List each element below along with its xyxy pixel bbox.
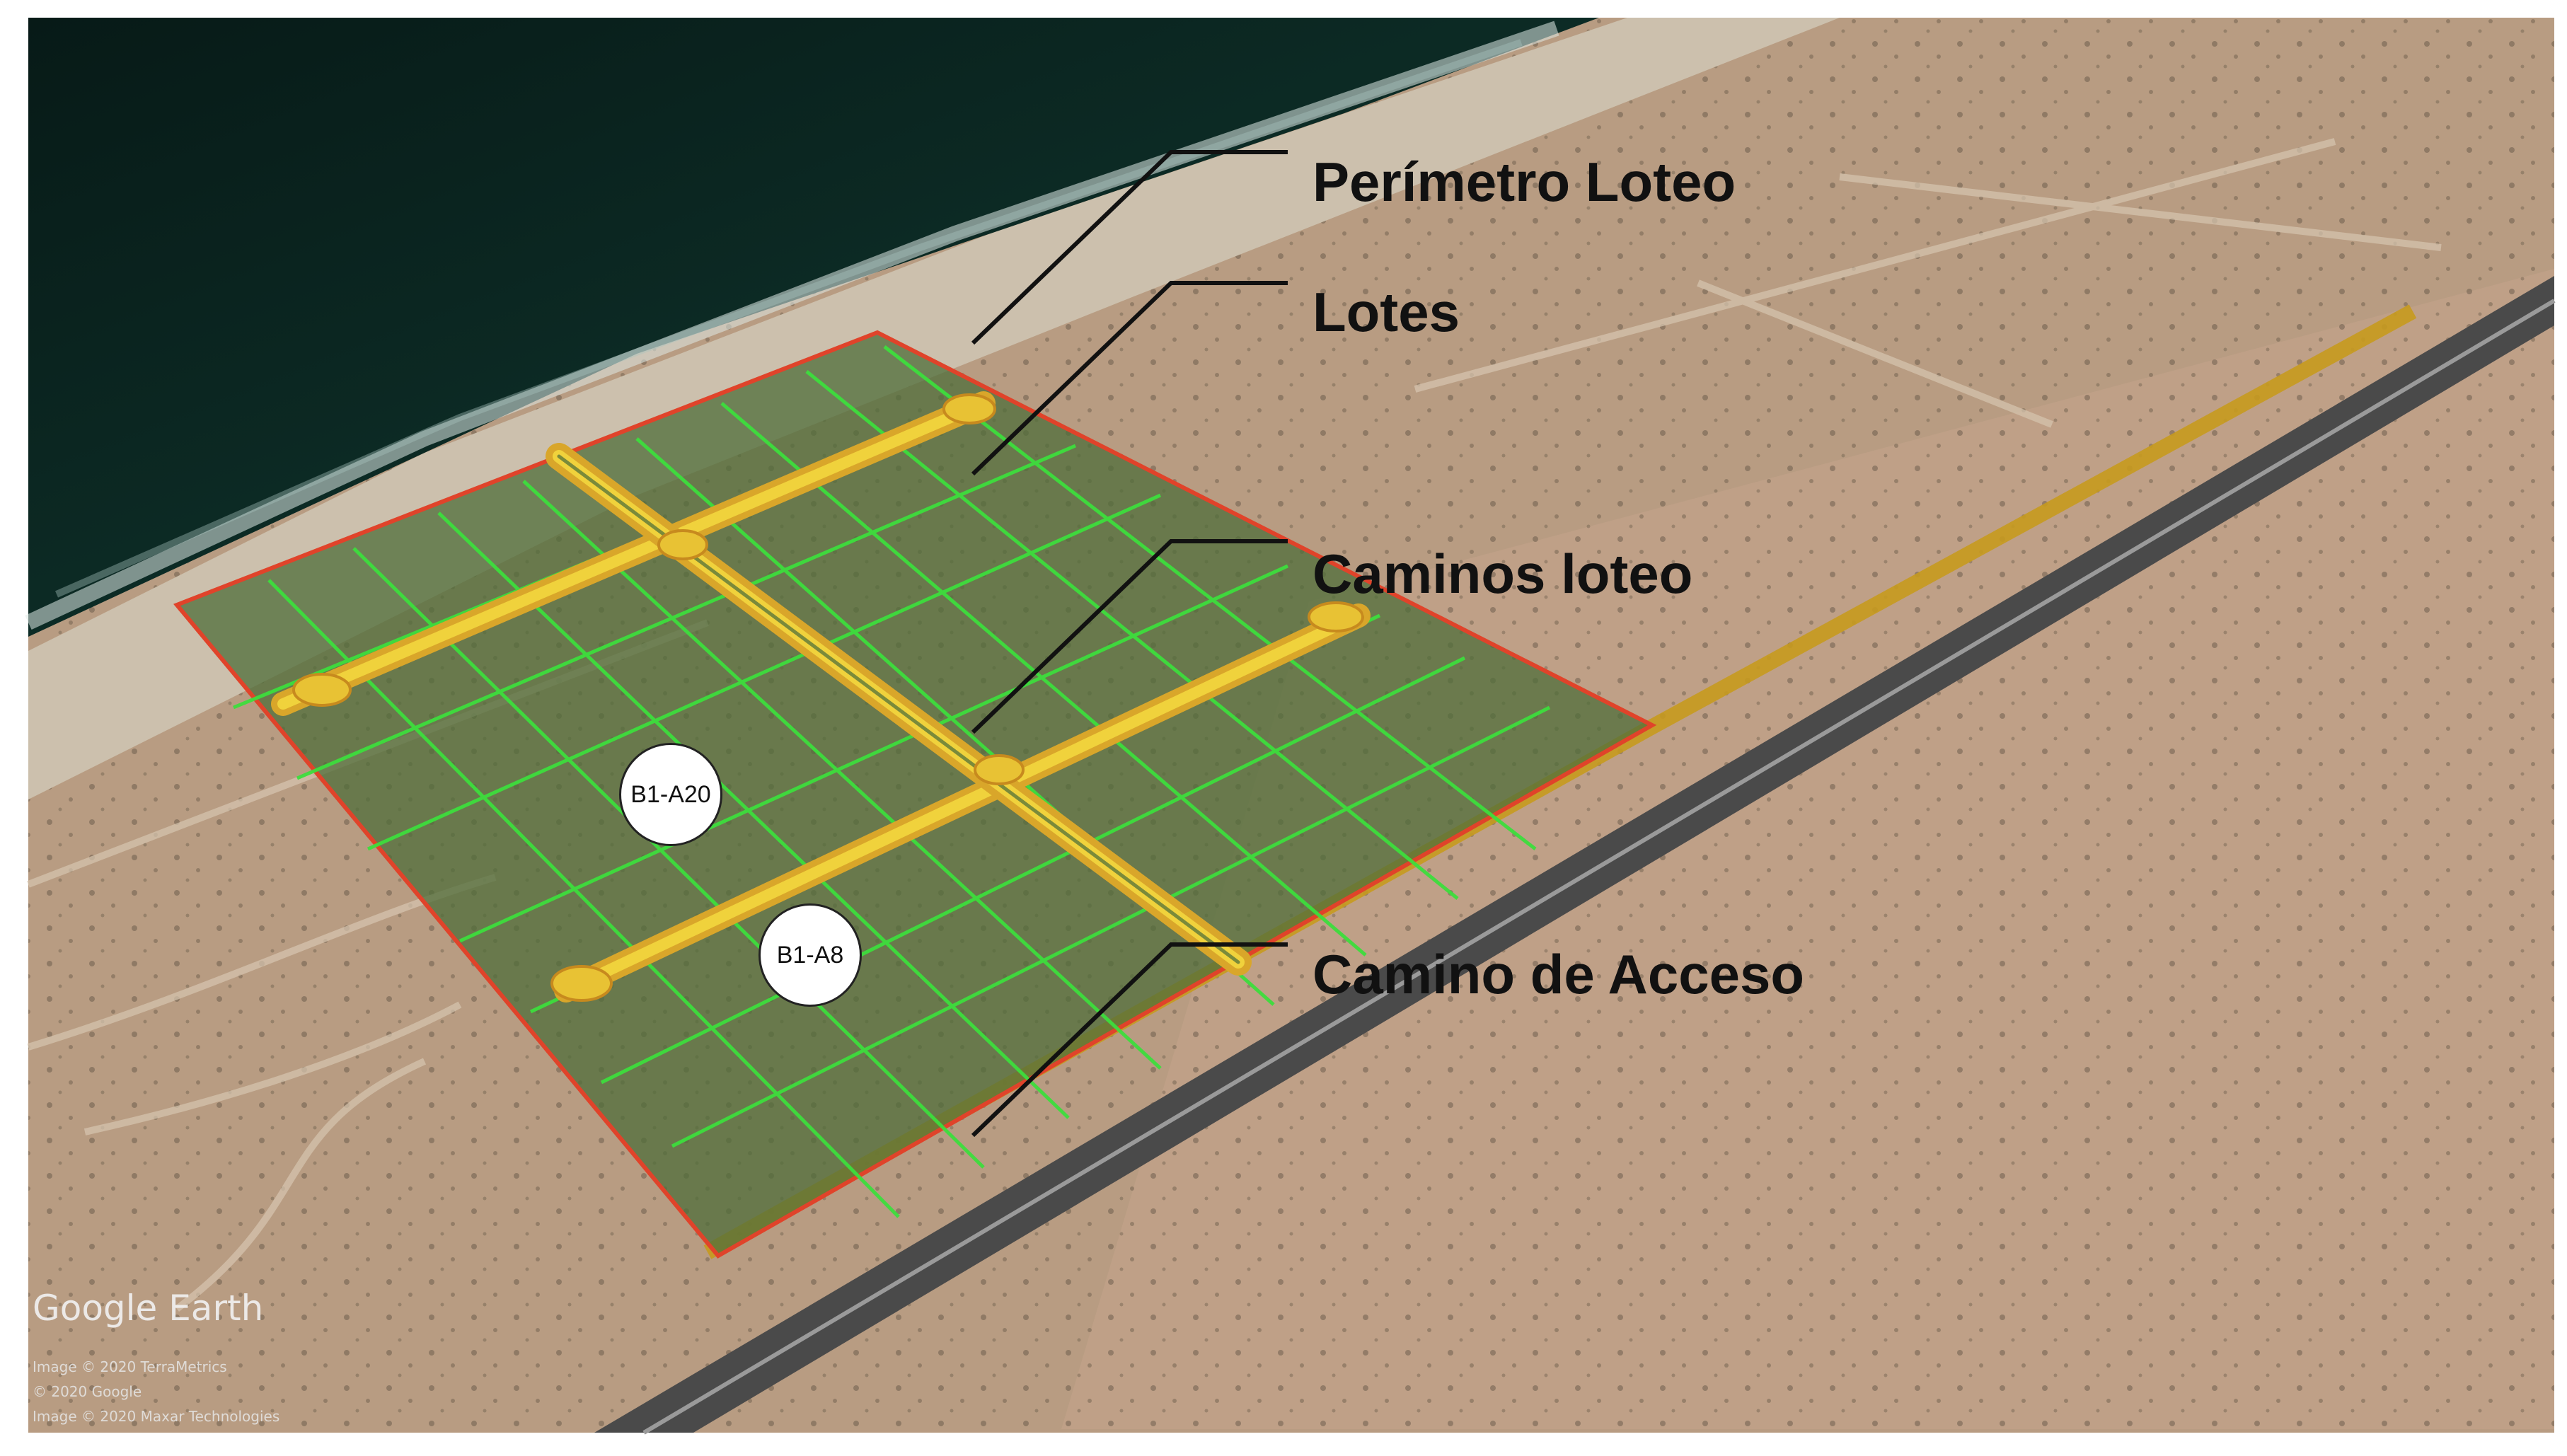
lot-badge-b1-a8[interactable]: B1-A8 [758, 903, 862, 1007]
attribution-line: Image © 2020 Maxar Technologies [33, 1408, 280, 1425]
label-access-road: Camino de Acceso [1313, 943, 1804, 1005]
subdivision-perimeter [173, 330, 1657, 1259]
google-earth-logo: Google Earth [33, 1288, 264, 1329]
ocean [28, 18, 1599, 637]
label-perimeter: Perímetro Loteo [1313, 151, 1736, 213]
callout-lines [971, 150, 1288, 1138]
lot-badge-b1-a20[interactable]: B1-A20 [619, 743, 722, 846]
highway [594, 276, 2554, 1433]
label-lots: Lotes [1313, 281, 1460, 343]
attribution-line: © 2020 Google [33, 1383, 142, 1400]
attribution-line: Image © 2020 TerraMetrics [33, 1358, 227, 1375]
label-internal-roads: Caminos loteo [1313, 543, 1693, 605]
